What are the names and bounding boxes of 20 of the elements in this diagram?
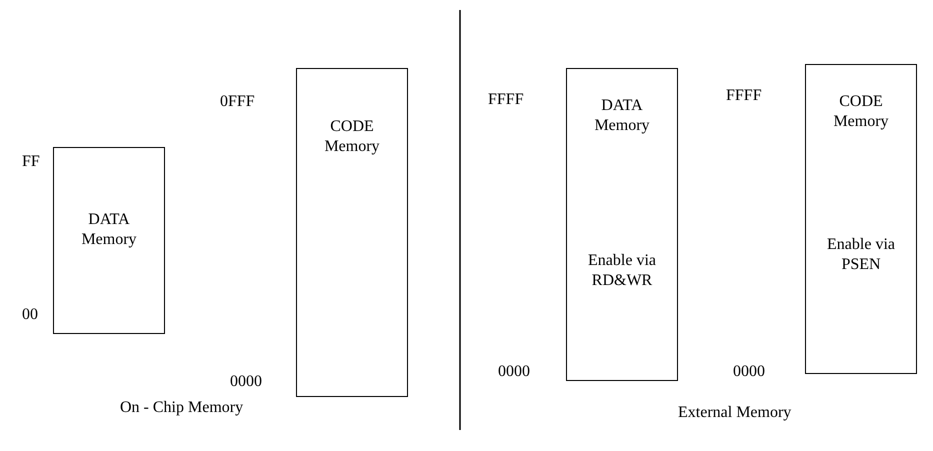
block-label: DATA Memory — [593, 96, 651, 136]
address-label: 0000 — [230, 372, 262, 392]
memory-block — [805, 64, 917, 374]
address-label: 00 — [22, 305, 38, 325]
address-label: FFFF — [726, 86, 762, 106]
section-caption: On - Chip Memory — [120, 398, 244, 418]
block-label: Enable via RD&WR — [587, 251, 657, 291]
memory-block — [53, 147, 165, 334]
section-caption: External Memory — [678, 403, 792, 423]
address-label: FF — [22, 152, 40, 172]
block-label: DATA Memory — [80, 210, 138, 250]
address-label: 0000 — [733, 362, 765, 382]
address-label: 0FFF — [220, 92, 255, 112]
address-label: FFFF — [488, 90, 524, 110]
address-label: 0000 — [498, 362, 530, 382]
block-label: CODE Memory — [323, 117, 381, 157]
memory-block — [296, 68, 408, 397]
block-label: CODE Memory — [832, 92, 890, 132]
block-label: Enable via PSEN — [826, 235, 896, 275]
memory-block — [566, 68, 678, 381]
